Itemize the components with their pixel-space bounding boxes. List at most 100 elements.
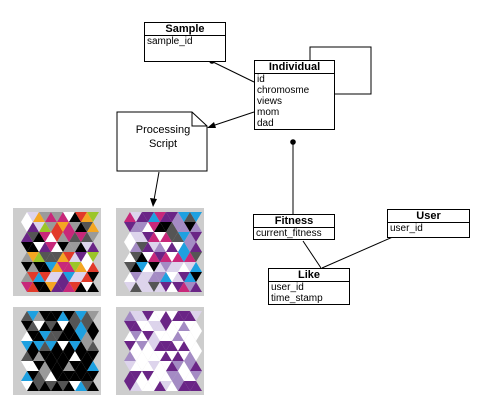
pattern-triangle [148, 311, 160, 321]
pattern-triangle [51, 321, 63, 331]
pattern-triangle [130, 242, 142, 252]
field-sample-id: sample_id [147, 36, 193, 47]
pattern-triangle [39, 252, 51, 262]
pattern-triangle [142, 222, 154, 232]
pattern-triangle [130, 321, 142, 331]
pattern-triangle [45, 381, 57, 391]
pattern-triangle [124, 351, 136, 361]
pattern-triangle [63, 371, 75, 381]
pattern-triangle [136, 381, 148, 391]
pattern-triangle [178, 232, 190, 242]
pattern-triangle [87, 252, 99, 262]
pattern-triangle [63, 222, 75, 232]
processing-script-line2: Script [148, 138, 178, 150]
pattern-triangle [81, 282, 93, 292]
pattern-triangle [184, 321, 196, 331]
pattern-triangle [148, 361, 160, 371]
pattern-triangle [166, 252, 178, 262]
pattern-triangle [63, 381, 75, 391]
pattern-triangle [39, 351, 51, 361]
pattern-triangle [39, 371, 51, 381]
pattern-triangle [33, 272, 45, 282]
pattern-image-3 [13, 307, 101, 395]
pattern-triangle [148, 232, 160, 242]
pattern-triangle [75, 321, 87, 331]
connector-user-like [321, 235, 396, 269]
pattern-triangle [27, 262, 39, 272]
pattern-triangle [81, 222, 93, 232]
pattern-triangle [45, 361, 57, 371]
pattern-triangle [33, 371, 45, 381]
pattern-triangle [51, 272, 63, 282]
pattern-triangle [69, 371, 81, 381]
pattern-triangle [184, 331, 196, 341]
pattern-triangle [148, 381, 160, 391]
pattern-triangle [27, 222, 39, 232]
pattern-triangle [87, 242, 99, 252]
pattern-triangle [63, 331, 75, 341]
pattern-triangle [75, 331, 87, 341]
pattern-triangle [21, 371, 33, 381]
pattern-triangle [69, 232, 81, 242]
pattern-triangle [81, 262, 93, 272]
pattern-triangle [87, 222, 99, 232]
pattern-triangle [178, 341, 190, 351]
pattern-triangle [75, 212, 87, 222]
arrowhead [207, 122, 216, 128]
pattern-triangle [27, 252, 39, 262]
pattern-triangle [172, 212, 184, 222]
pattern-triangle [69, 282, 81, 292]
pattern-triangle [87, 262, 99, 272]
pattern-triangle [166, 361, 178, 371]
pattern-triangle [154, 212, 166, 222]
entity-fitness-title: Fitness [254, 215, 334, 228]
pattern-triangle [57, 252, 69, 262]
pattern-triangle [69, 252, 81, 262]
pattern-triangle [63, 252, 75, 262]
pattern-triangle [172, 361, 184, 371]
pattern-triangle [87, 351, 99, 361]
pattern-triangle [33, 341, 45, 351]
pattern-triangle [190, 381, 202, 391]
pattern-triangle [27, 371, 39, 381]
field-individual-chromosme: chromosme [257, 85, 310, 96]
pattern-triangle [27, 341, 39, 351]
pattern-triangle [81, 242, 93, 252]
pattern-triangle [51, 311, 63, 321]
pattern-triangle [33, 361, 45, 371]
processing-script-fold [191, 112, 207, 127]
pattern-triangle [21, 341, 33, 351]
pattern-triangle [148, 212, 160, 222]
entity-like-title: Like [269, 269, 349, 282]
pattern-triangle [33, 311, 45, 321]
pattern-triangle [63, 262, 75, 272]
pattern-triangle [81, 341, 93, 351]
pattern-triangle [33, 252, 45, 262]
pattern-triangle [45, 232, 57, 242]
pattern-triangle [69, 351, 81, 361]
pattern-triangle [51, 262, 63, 272]
pattern-triangle [75, 232, 87, 242]
pattern-triangle [39, 321, 51, 331]
processing-script-label: Processing Script [120, 123, 206, 151]
pattern-triangle [81, 311, 93, 321]
pattern-triangle [130, 232, 142, 242]
pattern-triangle [69, 361, 81, 371]
pattern-triangle [160, 371, 172, 381]
connector-script-images [153, 171, 160, 201]
pattern-triangle [39, 262, 51, 272]
pattern-triangle [33, 331, 45, 341]
pattern-triangle [154, 371, 166, 381]
pattern-triangle [39, 212, 51, 222]
pattern-triangle [160, 252, 172, 262]
pattern-triangle [27, 282, 39, 292]
pattern-triangle [148, 282, 160, 292]
pattern-triangle [166, 311, 178, 321]
pattern-triangle [160, 351, 172, 361]
field-individual-views: views [257, 96, 283, 107]
pattern-triangle [178, 222, 190, 232]
pattern-triangle [75, 262, 87, 272]
pattern-triangle [190, 282, 202, 292]
pattern-triangle [154, 321, 166, 331]
pattern-triangle [51, 242, 63, 252]
